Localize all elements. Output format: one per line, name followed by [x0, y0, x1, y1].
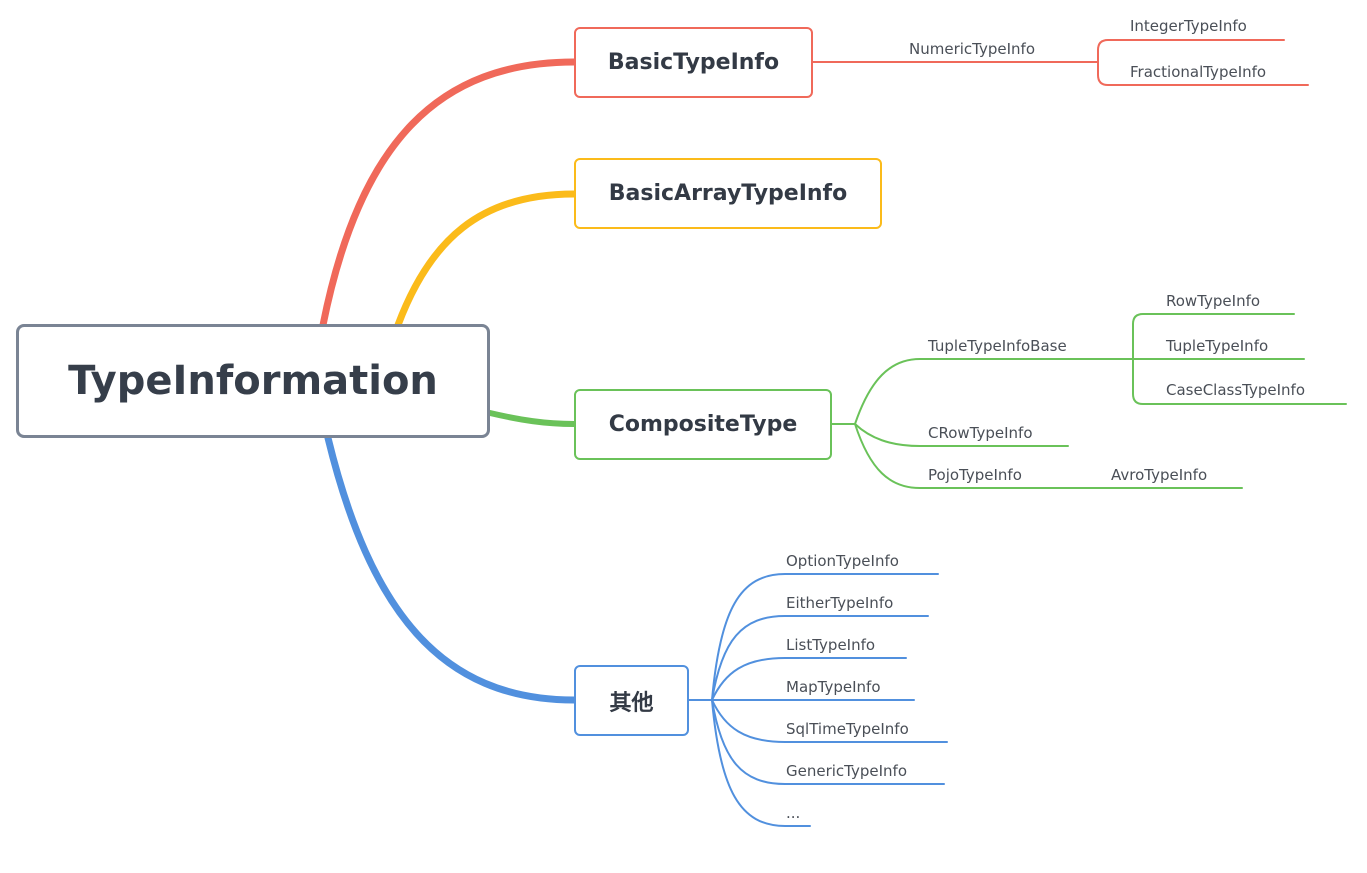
line-tuple-base: [854, 358, 1134, 425]
node-other[interactable]: 其他: [574, 665, 689, 736]
leaf-pojo-type-info[interactable]: PojoTypeInfo: [928, 466, 1022, 484]
leaf-tuple-type-info[interactable]: TupleTypeInfo: [1166, 337, 1269, 355]
root-label: TypeInformation: [68, 358, 438, 404]
leaf-list-type-info[interactable]: ListTypeInfo: [786, 636, 876, 654]
leaf-ellipsis: ...: [786, 804, 801, 822]
node-composite-type[interactable]: CompositeType: [574, 389, 832, 460]
leaf-numeric-type-info[interactable]: NumericTypeInfo: [909, 40, 1035, 58]
line-crow: [854, 423, 1069, 447]
node-basic-array-type-info-label: BasicArrayTypeInfo: [608, 181, 848, 206]
node-composite-type-label: CompositeType: [608, 412, 798, 437]
leaf-either-type-info[interactable]: EitherTypeInfo: [786, 594, 894, 612]
line-pojo-avro: [854, 423, 1243, 489]
branch-line-composite: [487, 410, 577, 427]
line-integer: [1097, 39, 1285, 63]
line-either: [711, 615, 929, 701]
leaf-case-class-type-info[interactable]: CaseClassTypeInfo: [1166, 381, 1306, 399]
leaf-integer-type-info[interactable]: IntegerTypeInfo: [1130, 17, 1247, 35]
branch-line-array: [394, 190, 578, 329]
leaf-fractional-type-info[interactable]: FractionalTypeInfo: [1130, 63, 1267, 81]
node-basic-array-type-info[interactable]: BasicArrayTypeInfo: [574, 158, 882, 229]
line-ellipsis: [711, 699, 811, 827]
leaf-tuple-type-info-base[interactable]: TupleTypeInfoBase: [928, 337, 1067, 355]
leaf-map-type-info[interactable]: MapTypeInfo: [786, 678, 881, 696]
branch-line-other: [324, 434, 578, 704]
line-option: [711, 573, 939, 701]
leaf-generic-type-info[interactable]: GenericTypeInfo: [786, 762, 908, 780]
node-other-label: 其他: [609, 690, 654, 716]
line-fractional: [1097, 61, 1309, 86]
leaf-avro-type-info[interactable]: AvroTypeInfo: [1111, 466, 1208, 484]
leaf-option-type-info[interactable]: OptionTypeInfo: [786, 552, 899, 570]
root-node[interactable]: TypeInformation: [16, 324, 490, 438]
leaf-crow-type-info[interactable]: CRowTypeInfo: [928, 424, 1033, 442]
leaf-sql-time-type-info[interactable]: SqlTimeTypeInfo: [786, 720, 909, 738]
line-case-class: [1132, 358, 1347, 405]
leaf-row-type-info[interactable]: RowTypeInfo: [1166, 292, 1261, 310]
line-list: [711, 657, 907, 701]
line-row: [1132, 313, 1295, 360]
branch-line-basic: [319, 58, 578, 329]
line-sqltime: [711, 699, 948, 743]
node-basic-type-info[interactable]: BasicTypeInfo: [574, 27, 813, 98]
line-generic: [711, 699, 945, 785]
node-basic-type-info-label: BasicTypeInfo: [607, 50, 780, 75]
